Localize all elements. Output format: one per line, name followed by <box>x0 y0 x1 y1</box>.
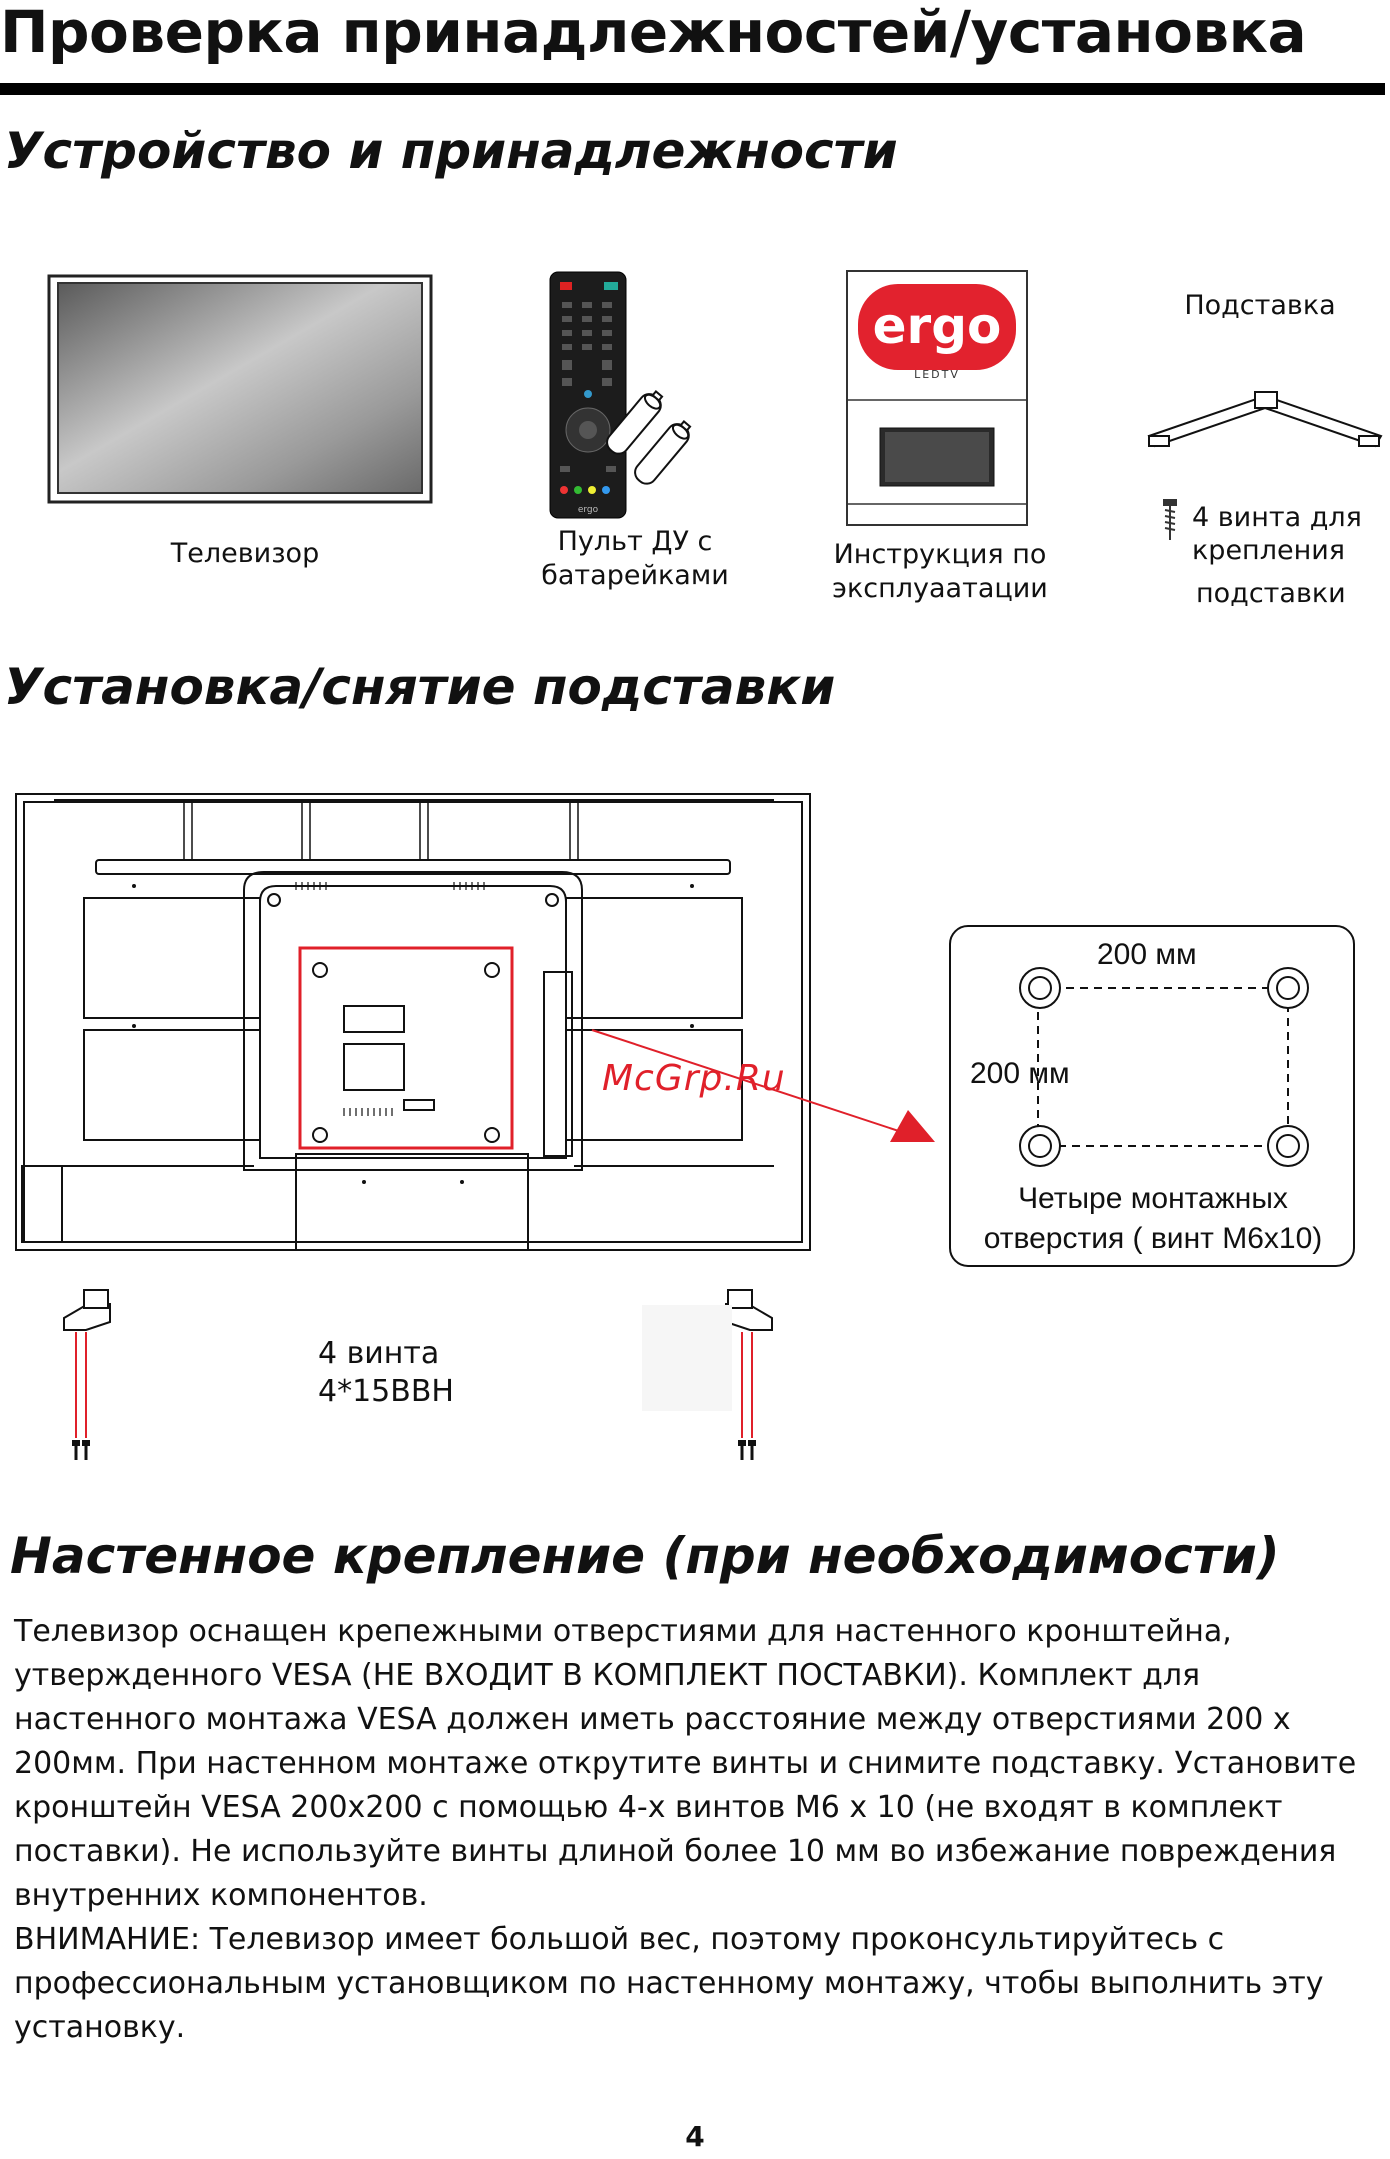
remote-illustration: ergo <box>549 271 692 519</box>
manual-brand: ergo <box>873 297 1002 355</box>
manual-illustration: ergo LEDTV <box>846 270 1028 526</box>
stand-illustration <box>1147 391 1383 448</box>
warning-paragraph: ВНИМАНИЕ: Телевизор имеет большой вес, п… <box>14 1922 1324 2045</box>
section-heading-stand: Установка/снятие подставки <box>4 658 836 716</box>
screw-icon <box>1163 499 1177 540</box>
watermark-text: McGrp.Ru <box>602 1058 786 1099</box>
title-rule <box>0 83 1385 95</box>
manual-label-line2: эксплуаатации <box>832 573 1048 604</box>
remote-label-line2: батарейками <box>541 560 729 591</box>
page-number: 4 <box>685 2120 705 2153</box>
screws-label-line2: крепления <box>1192 535 1346 566</box>
vesa-caption-line2: отверстия ( винт M6x10) <box>983 1222 1323 1255</box>
vesa-horizontal-label: 200 мм <box>1097 938 1197 971</box>
red-arrow <box>591 1029 935 1142</box>
screws-label-line1: 4 винта для <box>1192 502 1362 533</box>
tv-illustration <box>47 274 433 504</box>
vesa-caption-line1: Четыре монтажных <box>1018 1182 1288 1215</box>
stand-screws-count: 4 винта <box>318 1336 440 1371</box>
remote-brand: ergo <box>578 505 599 515</box>
wall-mount-text: Телевизор оснащен крепежными отверстиями… <box>14 1610 1374 2050</box>
screws-label-line3: подставки <box>1196 578 1346 609</box>
stand-label: Подставка <box>1184 290 1336 321</box>
remote-label-line1: Пульт ДУ с <box>557 526 713 557</box>
page-title: Проверка принадлежностей/установка <box>0 0 1307 66</box>
stand-foot-right <box>725 1289 773 1460</box>
manual-label-line1: Инструкция по <box>833 539 1047 570</box>
manual-subtitle: LEDTV <box>914 368 960 381</box>
wall-mount-paragraph: Телевизор оснащен крепежными отверстиями… <box>14 1614 1357 1913</box>
vesa-vertical-label: 200 мм <box>970 1057 1070 1090</box>
section-heading-accessories: Устройство и принадлежности <box>4 122 898 180</box>
vesa-pattern-diagram <box>949 925 1355 1267</box>
tv-back-diagram <box>15 793 811 1251</box>
stand-foot-left <box>63 1289 111 1460</box>
stand-screws-type: 4*15BBH <box>318 1374 454 1409</box>
section-heading-wall: Настенное крепление (при необходимости) <box>10 1527 1280 1585</box>
vesa-highlight <box>298 946 514 1150</box>
blank-patch <box>642 1305 732 1411</box>
tv-label: Телевизор <box>170 538 320 569</box>
